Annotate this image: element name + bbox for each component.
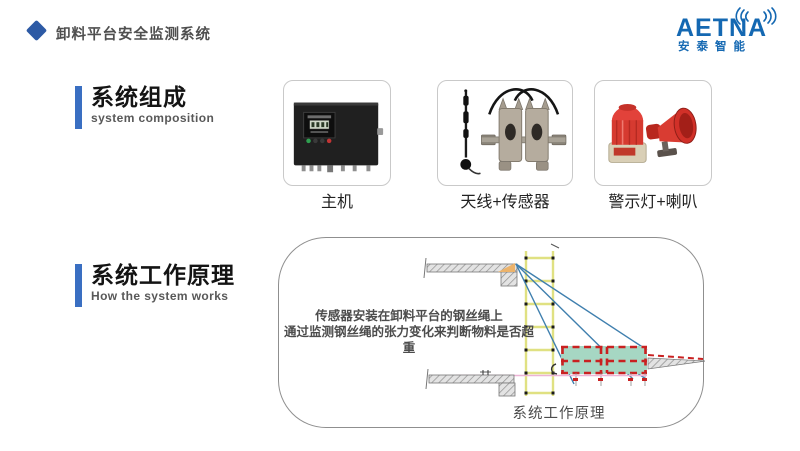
product-card-main-unit [283,80,391,186]
principle-note: 传感器安装在卸料平台的钢丝绳上 通过监测钢丝绳的张力变化来判断物料是否超重 [281,308,537,356]
sensor-pair [481,88,567,171]
accent-bar [75,86,82,129]
ladder-joints [524,256,555,395]
diamond-bullet-icon [25,19,48,42]
section-subtitle: How the system works [91,289,229,303]
platform-schematic [423,243,705,397]
accent-bar [75,264,82,307]
antenna-sensor-image [460,88,567,175]
aetna-wordmark: AETNA [676,14,767,42]
principle-note-line2: 通过监测钢丝绳的张力变化来判断物料是否超重 [283,325,534,355]
principle-diagram-panel: 传感器安装在卸料平台的钢丝绳上 通过监测钢丝绳的张力变化来判断物料是否超重 系统… [278,237,705,428]
diagram-caption: 系统工作原理 [512,406,606,422]
section-composition-header: 系统组成 system composition [75,83,215,129]
lower-floor-slab [425,368,516,397]
control-box-image [293,102,384,173]
section-subtitle: system composition [91,111,215,125]
company-logo: AETNA 安泰智能 [666,5,796,53]
aetna-logo-graphic: AETNA 安泰智能 [676,7,777,53]
antenna-icon [460,89,481,175]
section-title: 系统组成 [91,84,187,110]
section-title: 系统工作原理 [91,262,235,288]
logo-chinese-name: 安泰智能 [678,39,752,53]
page-title: 卸料平台安全监测系统 [56,27,211,43]
unloading-platform [550,345,705,386]
horn-speaker-icon [645,107,697,158]
product-card-beacon-horn [594,80,712,186]
product-label-beacon-horn: 警示灯+喇叭 [608,194,698,211]
anchor-hook [550,363,558,375]
ladder-break-mark [550,243,560,249]
upper-floor-slab [423,257,518,287]
product-card-antenna-sensor [437,80,573,186]
product-label-main-unit: 主机 [320,194,353,211]
section-principle-header: 系统工作原理 How the system works [75,261,235,307]
platform-ramp [647,357,705,370]
principle-note-line1: 传感器安装在卸料平台的钢丝绳上 [315,309,503,323]
beacon-horn-image [608,104,697,163]
signal-waves-icon [735,7,777,25]
warning-beacon-icon [608,104,647,163]
product-label-antenna-sensor: 天线+传感器 [460,194,550,211]
